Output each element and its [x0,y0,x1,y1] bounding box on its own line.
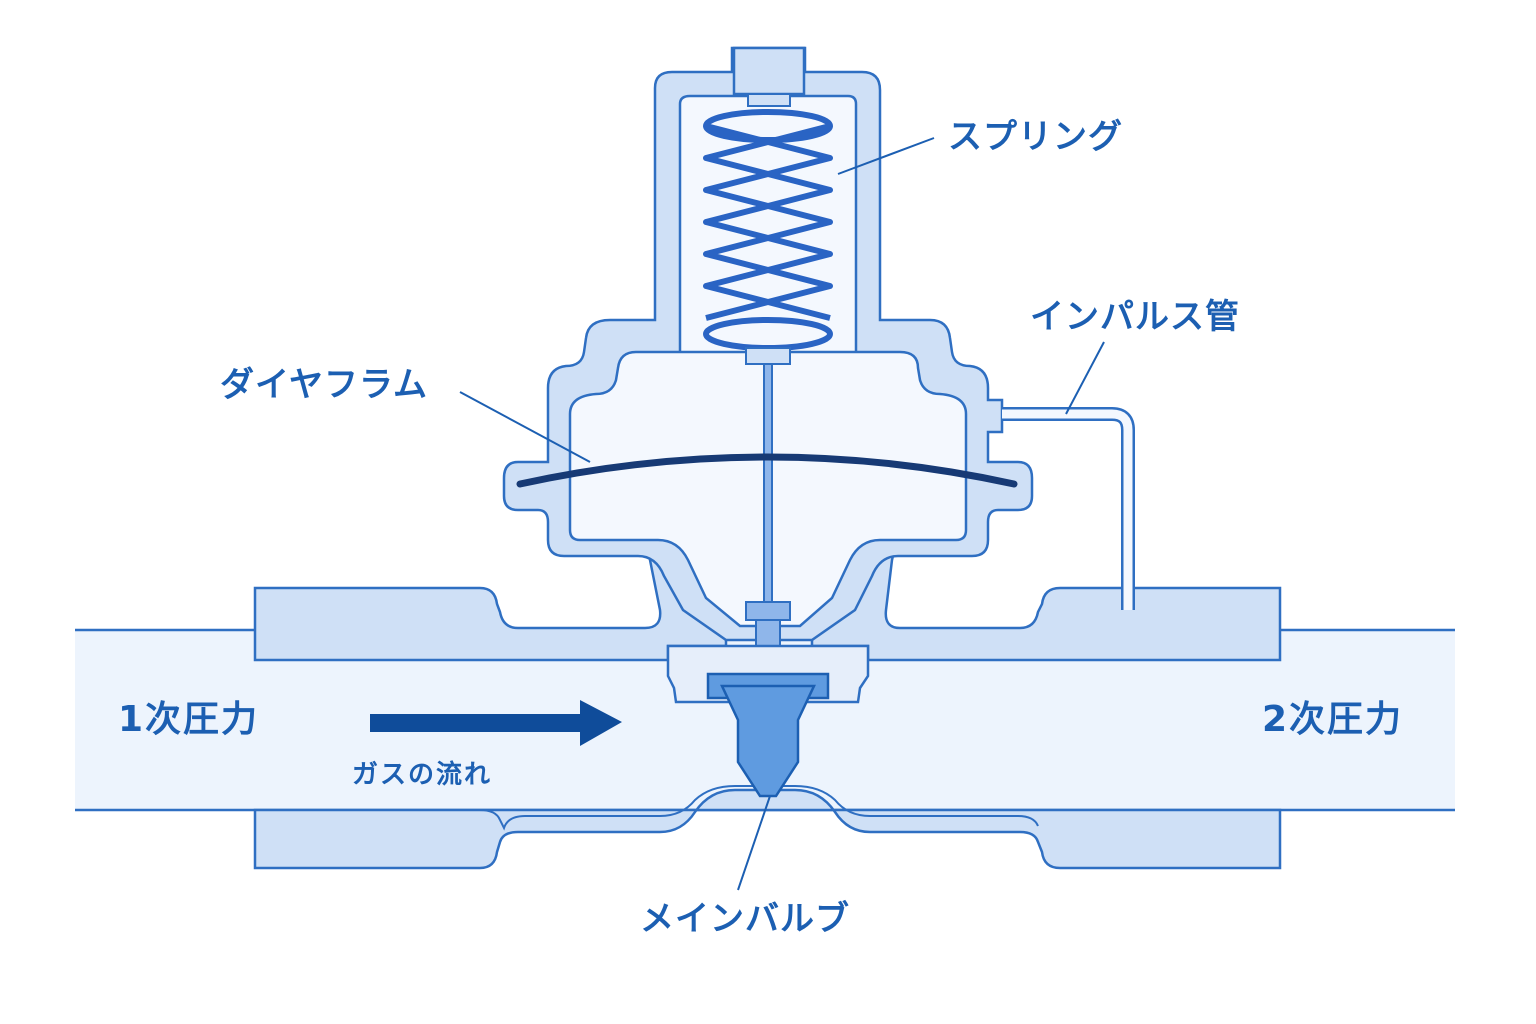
valve-stem [763,363,773,605]
impulse-pipe-leader-line [1065,341,1105,415]
spring-plate [745,347,791,365]
stem-guide [745,601,791,621]
flow-path-inner [460,785,1039,831]
spring-cap [732,46,806,96]
diaphragm-label: ダイヤフラム [220,365,428,405]
diaphragm-leader-line [459,391,591,463]
main-valve-label: メインバルブ [640,899,850,939]
spring-label: スプリング [948,117,1123,157]
main-valve-plug [720,684,816,798]
valve-body-top-wall-right [810,544,1282,662]
gas-flow-label: ガスの流れ [352,760,493,790]
diaphragm [516,453,1018,488]
spring-seat [747,93,791,107]
impulse-pipe [1002,407,1135,610]
main-valve-leader-line [737,795,771,891]
right-arrow-icon [370,700,622,746]
primary-pressure-label: 1次圧力 [118,699,260,740]
impulse-pipe-label: インパルス管 [1030,297,1240,337]
secondary-pressure-label: 2次圧力 [1262,699,1404,740]
spring-leader-line [837,137,935,175]
